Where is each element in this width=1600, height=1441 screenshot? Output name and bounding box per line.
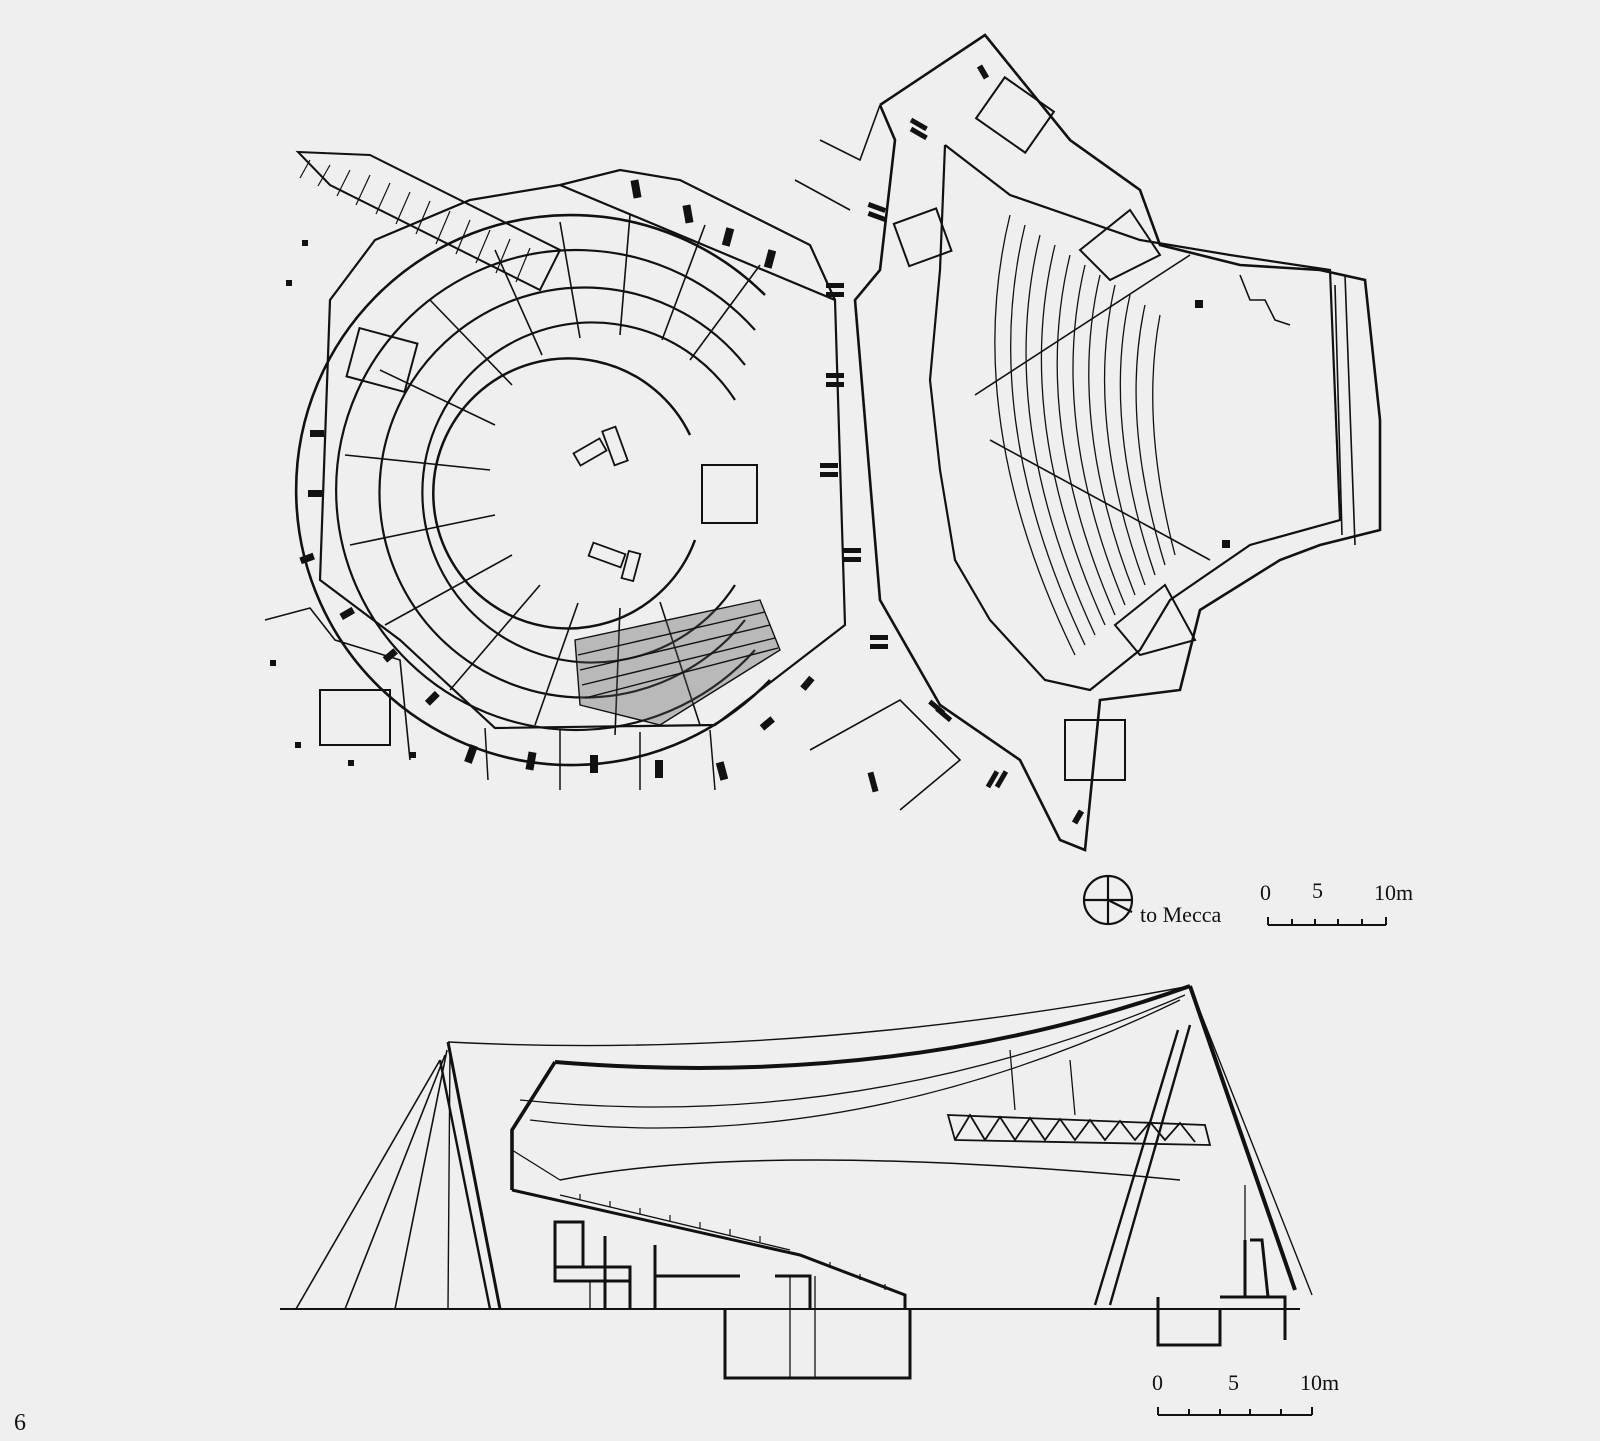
plan-scale-tick-0: 0 <box>1260 880 1271 905</box>
plan-scale-tick-5: 5 <box>1312 878 1323 903</box>
plan-right-hall <box>853 33 1382 852</box>
qibla-symbol <box>1082 874 1134 926</box>
section-drawing <box>280 984 1313 1380</box>
plan-floor-furniture <box>572 425 642 583</box>
section-seat-steps <box>579 1194 886 1290</box>
figure-number: 6 <box>14 1410 26 1436</box>
section-scale-tick-10m: 10m <box>1300 1370 1340 1395</box>
plan-corridor <box>794 104 962 811</box>
plan-seating-hatch <box>574 599 781 726</box>
plan-columns <box>270 64 1230 825</box>
section-substructure <box>553 1220 1287 1380</box>
qibla-label: to Mecca <box>1140 902 1222 927</box>
plan-left-hall <box>264 150 847 791</box>
section-scale-tick-5: 5 <box>1228 1370 1239 1395</box>
plan-radial-lines <box>344 214 761 736</box>
section-scale-bar <box>1157 1407 1313 1416</box>
plan-scale-bar <box>1267 917 1387 926</box>
section-truss <box>946 1113 1212 1146</box>
section-scale-tick-0: 0 <box>1152 1370 1163 1395</box>
plan-auditorium-rows <box>994 214 1176 656</box>
plan-scale-tick-10m: 10m <box>1374 880 1414 905</box>
plan-stair-band <box>295 150 562 292</box>
